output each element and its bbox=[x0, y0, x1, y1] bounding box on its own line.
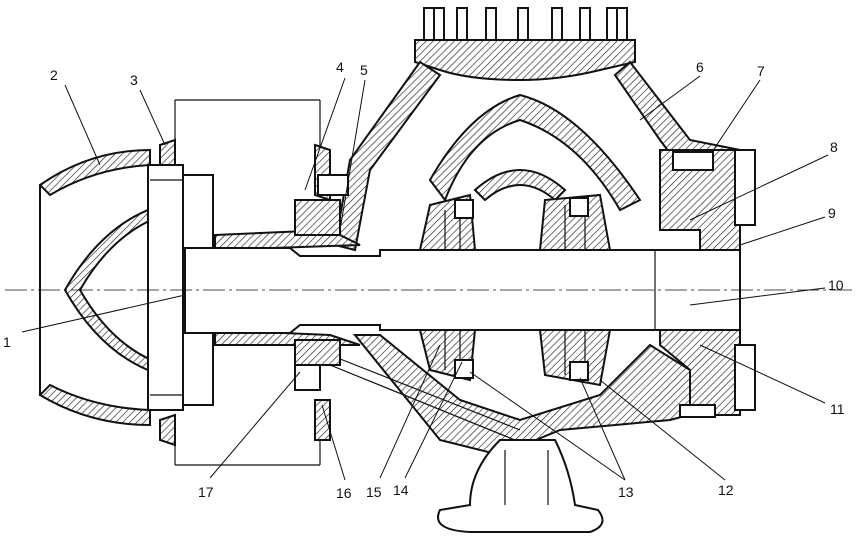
callout-12: 12 bbox=[718, 482, 734, 498]
callout-4: 4 bbox=[336, 59, 344, 75]
suction-housing bbox=[38, 148, 214, 427]
callout-5: 5 bbox=[360, 62, 368, 78]
callout-10: 10 bbox=[828, 277, 844, 293]
pump-foot bbox=[437, 439, 604, 533]
callout-15: 15 bbox=[366, 484, 382, 500]
callout-17: 17 bbox=[198, 484, 214, 500]
callout-2: 2 bbox=[50, 67, 58, 83]
callout-3: 3 bbox=[130, 72, 138, 88]
callout-16: 16 bbox=[336, 485, 352, 501]
callout-8: 8 bbox=[830, 139, 838, 155]
callout-7: 7 bbox=[757, 63, 765, 79]
leader-lines bbox=[21, 75, 829, 481]
callout-11: 11 bbox=[830, 401, 845, 417]
callout-13: 13 bbox=[618, 484, 634, 500]
impellers bbox=[418, 193, 612, 387]
callout-labels: 1 2 3 4 5 6 7 8 9 10 11 12 13 14 15 16 1… bbox=[3, 59, 845, 501]
callout-6: 6 bbox=[696, 59, 704, 75]
shaft bbox=[5, 247, 855, 334]
bearing-housing bbox=[659, 149, 756, 418]
callout-1: 1 bbox=[3, 334, 11, 350]
callout-9: 9 bbox=[828, 205, 836, 221]
callout-14: 14 bbox=[393, 482, 409, 498]
discharge-flange bbox=[414, 7, 636, 82]
